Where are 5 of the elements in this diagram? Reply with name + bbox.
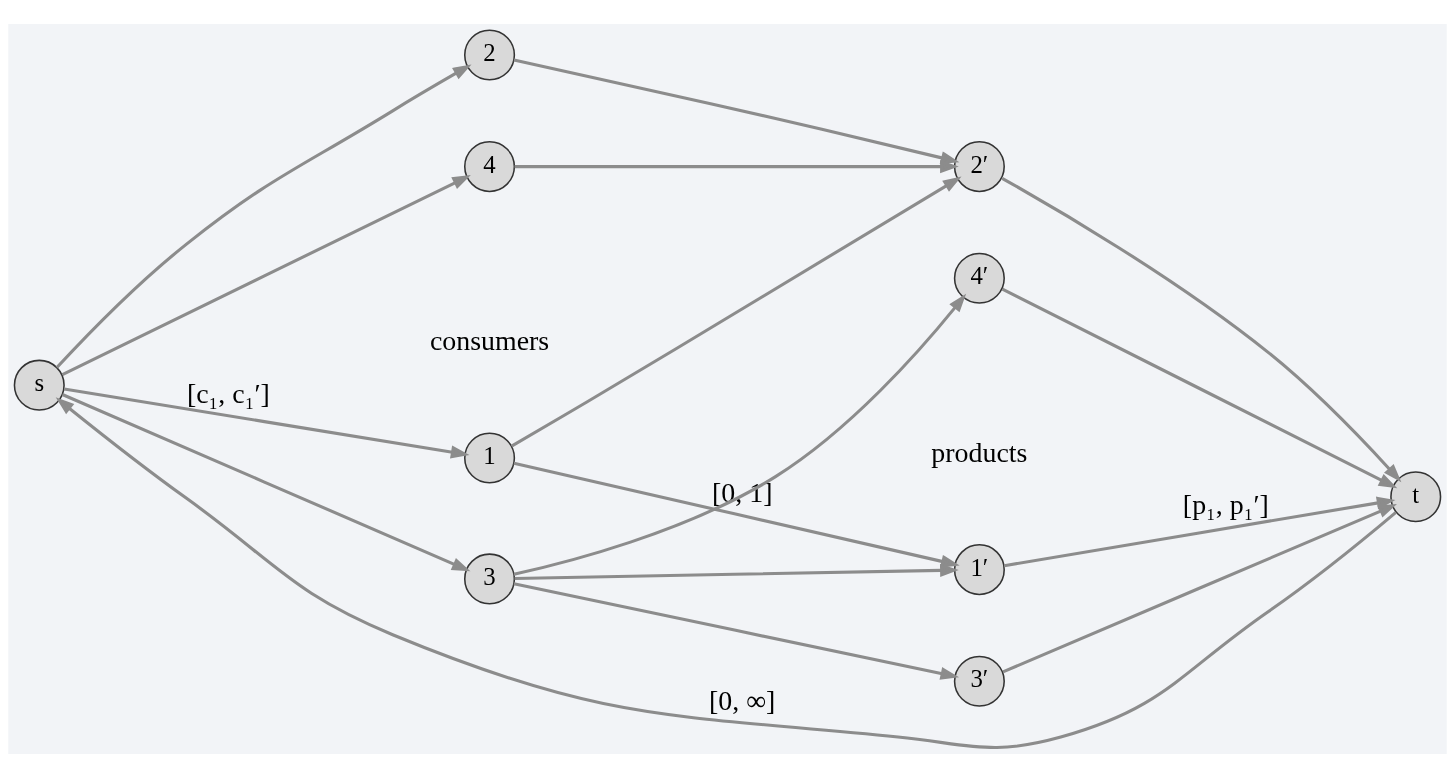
edge-label: [p₁, p₁′] (1182, 489, 1269, 521)
label: consumers (429, 325, 550, 357)
edge-label: [0, ∞] (709, 684, 776, 716)
edge-label: [c₁, c₁′] (186, 377, 270, 409)
label: products (931, 436, 1028, 468)
